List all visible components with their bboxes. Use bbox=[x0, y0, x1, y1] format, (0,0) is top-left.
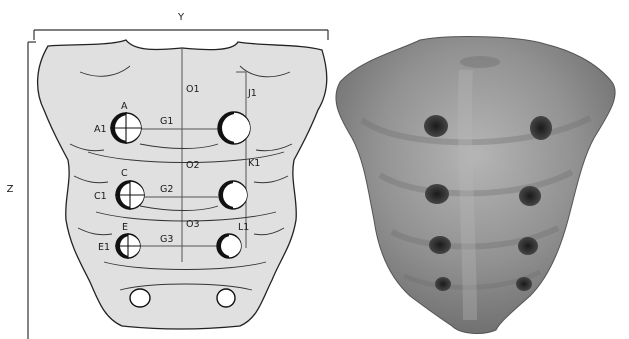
photo-foramen-right-3 bbox=[518, 237, 538, 255]
photo-foramen-left-2 bbox=[425, 184, 449, 204]
foramen-right-3 bbox=[217, 234, 241, 258]
y-dimension: Y bbox=[34, 12, 328, 40]
foramen-right-2 bbox=[219, 181, 247, 209]
foramen-left-4 bbox=[130, 289, 150, 307]
label-g3: G3 bbox=[160, 234, 173, 245]
label-o2: O2 bbox=[186, 160, 200, 171]
label-o1: O1 bbox=[186, 84, 200, 95]
foramen-right-1 bbox=[218, 112, 250, 144]
label-g1: G1 bbox=[160, 116, 173, 127]
label-a1: A1 bbox=[94, 124, 107, 135]
label-j1: J1 bbox=[247, 88, 257, 99]
photo-foramen-right-2 bbox=[519, 186, 541, 206]
foramen-right-4 bbox=[217, 289, 235, 307]
label-l1: L1 bbox=[238, 222, 249, 233]
label-g2: G2 bbox=[160, 184, 173, 195]
sacrum-photo bbox=[336, 37, 615, 334]
schematic-diagram: Y Z bbox=[7, 12, 328, 339]
label-o3: O3 bbox=[186, 219, 200, 230]
photo-foramen-left-3 bbox=[429, 236, 451, 254]
photo-foramen-left-4 bbox=[435, 277, 451, 291]
photo-foramen-left-1 bbox=[424, 115, 448, 137]
y-dimension-label: Y bbox=[177, 12, 185, 23]
label-e: E bbox=[122, 222, 128, 233]
label-k1: K1 bbox=[248, 158, 260, 169]
z-dimension: Z bbox=[7, 42, 36, 339]
z-dimension-label: Z bbox=[7, 184, 14, 195]
label-a: A bbox=[121, 101, 128, 112]
label-c: C bbox=[121, 168, 128, 179]
photo-foramen-right-4 bbox=[516, 277, 532, 291]
label-e1: E1 bbox=[98, 242, 110, 253]
label-c1: C1 bbox=[94, 191, 107, 202]
photo-foramen-right-1 bbox=[530, 116, 552, 140]
